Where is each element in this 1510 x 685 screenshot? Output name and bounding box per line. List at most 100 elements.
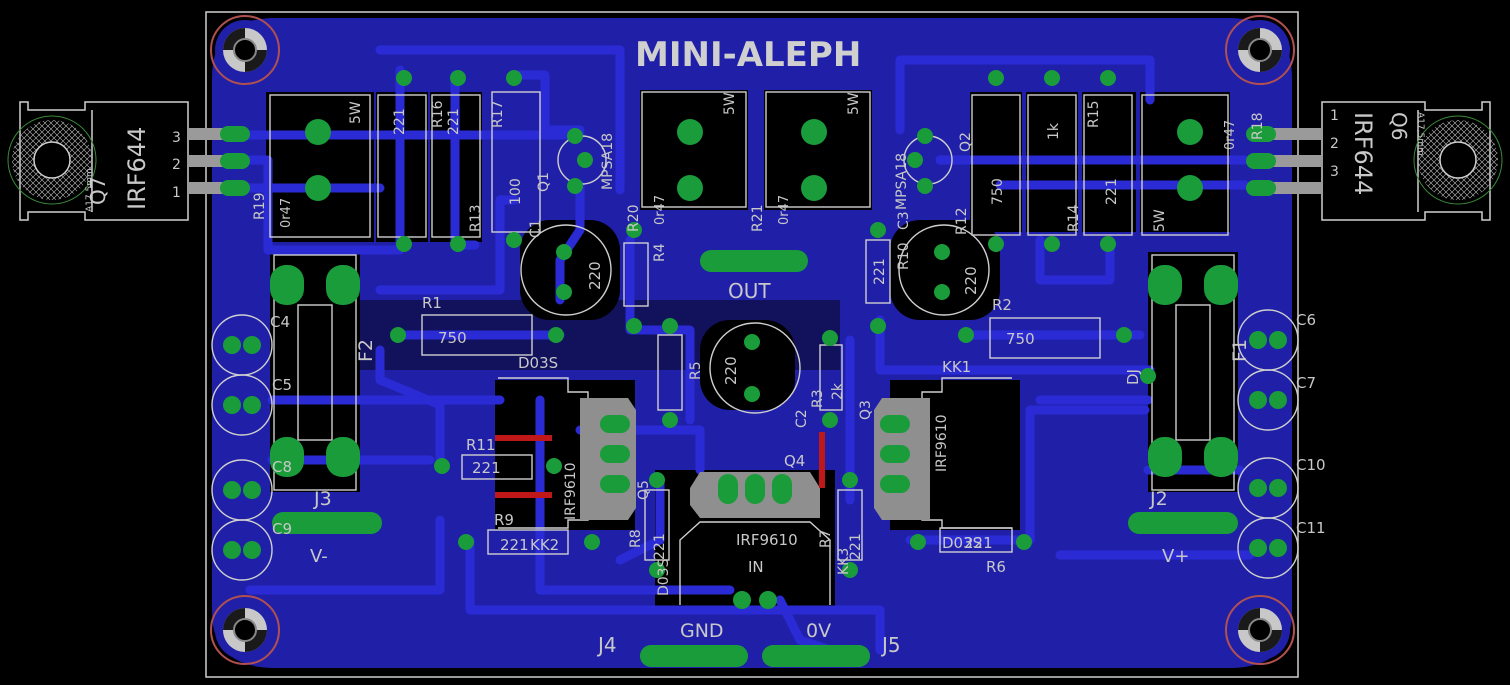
silk-label-r15: R15 xyxy=(1086,100,1102,128)
silk-label-q2: Q2 xyxy=(958,132,974,152)
silk-label-q1-part: MPSA18 xyxy=(600,133,616,190)
silk-label-c2: C2 xyxy=(794,409,810,428)
silk-label-q2-part: MPSA18 xyxy=(894,153,910,210)
silk-label-r11-val: 221 xyxy=(472,459,501,477)
silk-label-q7-pin1: 1 xyxy=(172,185,181,201)
silk-label-r6-val: 221 xyxy=(964,534,993,552)
silk-label-c1: C1 xyxy=(528,219,544,238)
silk-label-kk1: KK1 xyxy=(942,358,971,376)
silk-label-r18-val: 0r47 xyxy=(1223,120,1238,150)
silk-label-q7-hs: A17,5mm xyxy=(85,168,95,212)
silk-label-r16: R16 xyxy=(430,100,446,128)
silk-label-r7: R7 xyxy=(818,529,834,548)
jumper-wires xyxy=(495,432,825,498)
silk-label-q6: Q6 xyxy=(1387,112,1411,140)
silk-label-r19: R19 xyxy=(252,192,268,220)
silk-label-r3: R3 xyxy=(810,389,826,408)
silk-label-c5: C5 xyxy=(272,376,292,394)
silk-label-r21-pw: 5W xyxy=(846,92,862,115)
silk-label-q4-part: IRF9610 xyxy=(736,531,798,549)
silk-label-vminus: V- xyxy=(310,546,328,567)
silk-label-c11: C11 xyxy=(1296,519,1326,537)
silk-label-r12-val: 750 xyxy=(990,178,1006,205)
silk-label-j4: J4 xyxy=(596,633,617,657)
silk-label-r6: R6 xyxy=(986,558,1006,576)
silk-label-r11: R11 xyxy=(466,436,496,454)
silk-label-r9-val: 221 xyxy=(500,536,529,554)
silk-label-q5: Q5 xyxy=(636,480,652,500)
silk-label-kk2: KK2 xyxy=(530,536,559,554)
silk-label-j5: J5 xyxy=(880,633,901,657)
silk-label-c3: C3 xyxy=(896,211,912,230)
silk-label-r20-val: 0r47 xyxy=(653,195,668,225)
silk-label-r4: R4 xyxy=(652,243,668,262)
silk-label-c1-val: 220 xyxy=(586,261,604,290)
board-title: MINI-ALEPH xyxy=(635,35,861,75)
silk-label-f1: F1 xyxy=(1229,339,1251,362)
silk-label-r12: R12 xyxy=(954,207,970,235)
silk-label-j3: J3 xyxy=(313,488,332,510)
silk-label-vplus: V+ xyxy=(1162,546,1189,567)
silk-label-r21: R21 xyxy=(750,204,766,232)
copper-traces xyxy=(227,45,1255,655)
silk-label-r13-val: 100 xyxy=(508,178,524,205)
silk-label-r18-pw: 5W xyxy=(1152,209,1168,232)
silk-label-d03s-r: D03S xyxy=(942,534,982,552)
silk-label-r8-val: 221 xyxy=(652,533,668,560)
silk-label-r9: R9 xyxy=(494,511,514,529)
silk-label-c10: C10 xyxy=(1296,456,1326,474)
silk-label-r15-val: 221 xyxy=(1104,178,1120,205)
silk-label-dj: DJ xyxy=(1124,369,1142,385)
silk-label-r17: R17 xyxy=(490,100,506,128)
silk-label-q6-pin2: 2 xyxy=(1330,136,1339,152)
silk-label-gnd: GND xyxy=(680,620,724,642)
mounting-holes xyxy=(210,15,1295,665)
silk-label-r1-val: 750 xyxy=(438,329,467,347)
silk-label-q7-pin3: 3 xyxy=(172,130,181,146)
silk-label-q6-pin3: 3 xyxy=(1330,164,1339,180)
silk-label-r13: R13 xyxy=(468,204,484,232)
q7-package xyxy=(7,101,189,221)
silk-label-q7-pin2: 2 xyxy=(172,157,181,173)
q6-package xyxy=(1321,101,1503,221)
silk-label-out: OUT xyxy=(728,279,771,303)
silk-label-r20-pw: 5W xyxy=(722,92,738,115)
silk-label-r10-val: 221 xyxy=(872,258,888,285)
silk-label-r14-val: 1k xyxy=(1046,122,1062,140)
silk-label-j2: J2 xyxy=(1149,488,1168,510)
silk-label-in: IN xyxy=(748,558,764,576)
silk-label-q1: Q1 xyxy=(536,172,552,192)
silk-label-r16-val-b: 221 xyxy=(446,108,462,135)
silk-label-q5-part: IRF9610 xyxy=(563,462,579,520)
silk-label-q6-pin1: 1 xyxy=(1330,108,1339,124)
silk-label-c8: C8 xyxy=(272,458,292,476)
silk-label-d03s-b: D03S xyxy=(656,558,672,596)
silk-label-c3-val: 220 xyxy=(962,266,980,295)
silk-label-r3-val: 2k xyxy=(830,382,846,400)
silk-label-c2-val: 220 xyxy=(722,356,740,385)
silk-label-q6-part: IRF644 xyxy=(1349,112,1377,195)
silk-label-q3: Q3 xyxy=(858,400,874,420)
silk-label-c6: C6 xyxy=(1296,311,1316,329)
silk-label-d03s-l: D03S xyxy=(518,354,558,372)
silk-label-r14: R14 xyxy=(1066,204,1082,232)
silk-label-r20: R20 xyxy=(626,204,642,232)
silk-label-r16-val-a: 221 xyxy=(392,108,408,135)
silk-label-r7-val: 221 xyxy=(848,533,864,560)
silk-label-q7-part: IRF644 xyxy=(123,127,151,210)
silk-label-r2-val: 750 xyxy=(1006,330,1035,348)
silk-label-r5: R5 xyxy=(688,361,704,380)
silk-label-q3-part: IRF9610 xyxy=(934,414,950,472)
silk-label-r2: R2 xyxy=(992,296,1012,314)
silk-label-r1: R1 xyxy=(422,294,442,312)
silk-label-r8: R8 xyxy=(628,529,644,548)
silk-label-r21-val: 0r47 xyxy=(777,195,792,225)
silk-label-c9: C9 xyxy=(272,520,292,538)
silk-label-kk3: KK3 xyxy=(836,548,852,575)
silk-label-r18: R18 xyxy=(1250,112,1266,140)
silk-label-r10: R10 xyxy=(896,242,912,270)
silk-label-f2: F2 xyxy=(355,339,377,362)
